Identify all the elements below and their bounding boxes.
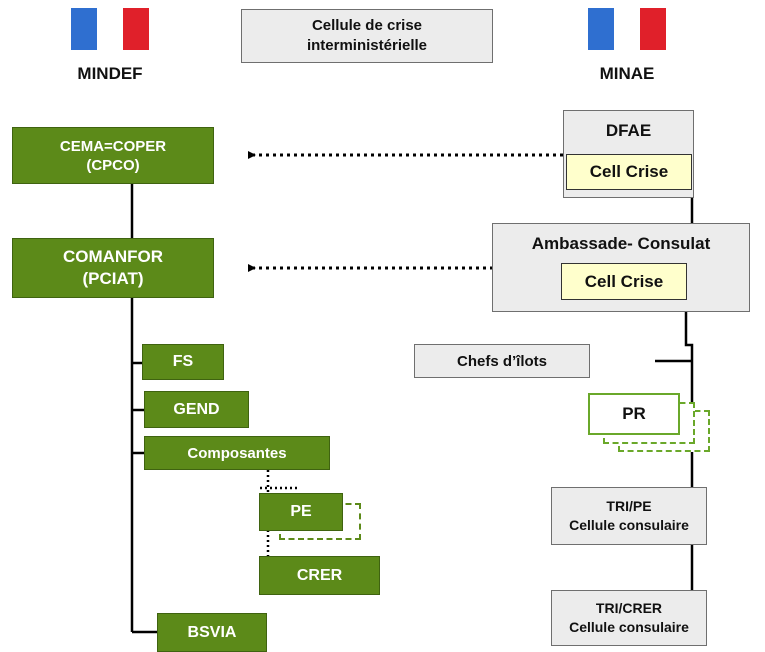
- cema-coper-box: CEMA=COPER (CPCO): [12, 127, 214, 184]
- cellule-crise-interministerielle-box: Cellule de crise interministérielle: [241, 9, 493, 63]
- pr-label: PR: [622, 404, 646, 423]
- minae-label: MINAE: [599, 64, 655, 83]
- fs-box: FS: [142, 344, 224, 380]
- tri-crer-box: TRI/CRER Cellule consulaire: [551, 590, 707, 646]
- french-flag-left-icon: [71, 8, 149, 50]
- pr-box: PR: [588, 393, 680, 435]
- french-flag-right-icon: [588, 8, 666, 50]
- bsvia-box: BSVIA: [157, 613, 267, 652]
- ambassade-title: Ambassade- Consulat: [531, 234, 711, 253]
- ambassade-cell-crise-box: Cell Crise: [561, 263, 687, 300]
- dfae-cell-crise-box: Cell Crise: [566, 154, 692, 190]
- tri-pe-box: TRI/PE Cellule consulaire: [551, 487, 707, 545]
- mindef-label: MINDEF: [77, 64, 143, 83]
- gend-box: GEND: [144, 391, 249, 428]
- pe-box: PE: [259, 493, 343, 531]
- connector-ambassade-chain: [684, 312, 694, 487]
- crer-box: CRER: [259, 556, 380, 595]
- dfae-title: DFAE: [605, 121, 652, 140]
- comanfor-box: COMANFOR (PCIAT): [12, 238, 214, 298]
- chefs-ilots-box: Chefs d’îlots: [414, 344, 590, 378]
- composantes-box: Composantes: [144, 436, 330, 470]
